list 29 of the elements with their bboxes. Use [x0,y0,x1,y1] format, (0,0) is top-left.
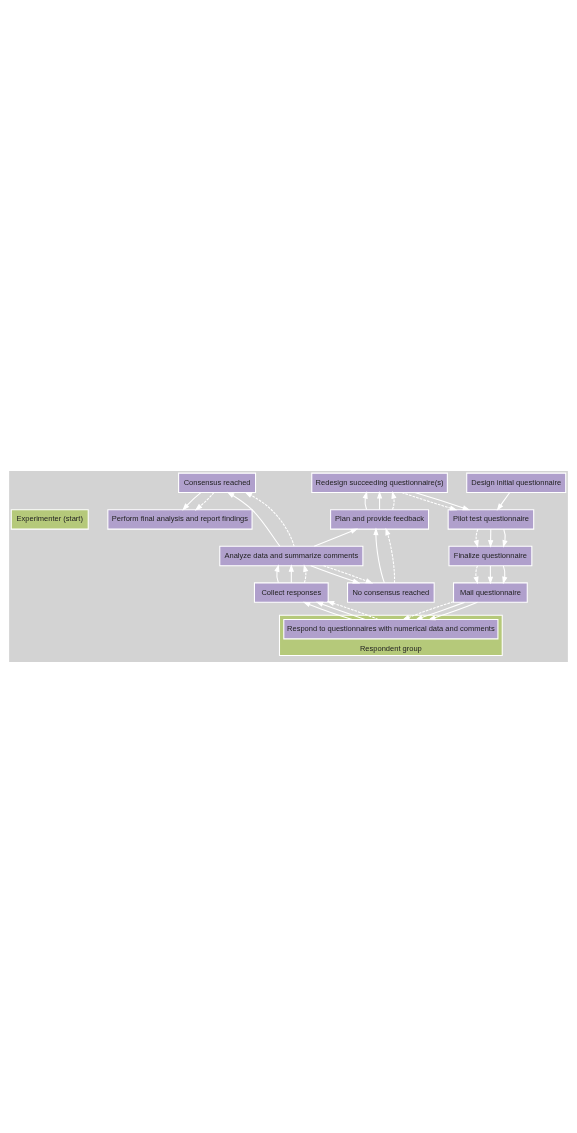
arrow [414,492,471,511]
arrow [310,565,361,584]
arrow [226,491,281,547]
arrow [496,492,511,511]
arrow [415,601,466,620]
arrow [288,564,294,584]
arrow [244,491,295,547]
arrow [302,601,353,620]
arrow [313,528,359,547]
arrow [401,492,458,511]
arrow [323,565,374,584]
arrow [502,528,508,548]
arrow [385,527,396,584]
arrow [427,601,478,621]
arrow [326,601,379,620]
arrow [391,491,397,511]
arrow [194,492,215,511]
arrow [502,565,508,585]
arrow [473,565,479,585]
arrow [315,601,366,620]
arrow [473,528,479,548]
arrow [303,564,309,584]
arrow [373,527,385,584]
arrow [487,565,494,585]
arrow [362,491,368,511]
arrow [402,601,455,621]
arrow [488,528,494,548]
arrow [182,492,202,511]
arrow [274,564,280,584]
